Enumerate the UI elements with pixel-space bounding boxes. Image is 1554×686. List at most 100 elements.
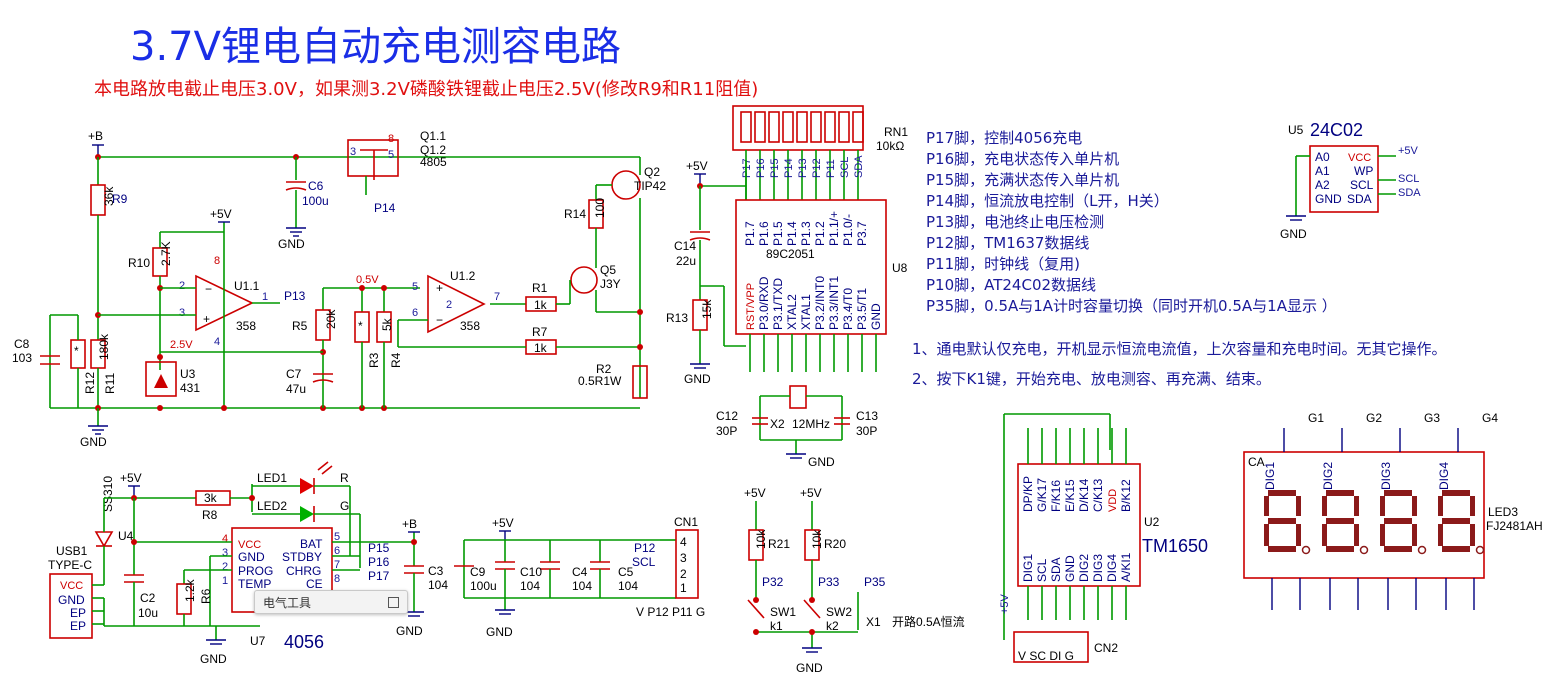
u5-label: U5 xyxy=(1288,123,1304,137)
q2-label: Q2 xyxy=(644,165,660,179)
u11-pin: 1 xyxy=(262,291,268,303)
led3-segment xyxy=(1264,524,1269,546)
cn1-p12: P12 xyxy=(634,541,656,555)
led3-module xyxy=(1243,451,1485,579)
u7-pin-prog: PROG xyxy=(238,564,273,578)
u7-pin-vcc: VCC xyxy=(238,539,261,551)
p33-label: P33 xyxy=(818,575,840,589)
r11-value: 180k xyxy=(97,333,111,360)
led2-label: LED2 xyxy=(257,499,287,513)
u2-top-pin: B/K12 xyxy=(1119,479,1133,512)
led3-digit-label: DIG2 xyxy=(1321,462,1335,490)
diagram-subtitle: 本电路放电截止电压3.0V，如果测3.2V磷酸铁锂截止电压2.5V(修改R9和R… xyxy=(94,79,758,100)
rn1-element xyxy=(824,111,836,143)
cn2-pinout: V SC DI G xyxy=(1018,649,1074,663)
led3-dp xyxy=(1359,545,1369,555)
u2-top-pin: G/K17 xyxy=(1035,478,1049,512)
c5-value: 104 xyxy=(618,579,638,593)
r5-label: R5 xyxy=(292,319,308,333)
q1-pin: 3 xyxy=(350,146,356,158)
led3-segment xyxy=(1380,496,1385,516)
usb-pin-vcc: VCC xyxy=(60,580,83,592)
gnd-label-u5: GND xyxy=(1280,227,1307,241)
led3-segment xyxy=(1412,496,1417,516)
c12-value: 30P xyxy=(716,424,737,438)
u2-label: U2 xyxy=(1144,515,1160,529)
eeprom-24c02: U5 24C02 A0 A1 A2 GND VCC WP SCL SDA +5V… xyxy=(1280,120,1421,241)
u7-pin-num: 4 xyxy=(222,533,228,545)
rn1-label: RN1 xyxy=(884,125,908,139)
diagram-title: 3.7V锂电自动充电测容电路 xyxy=(130,24,621,70)
led3-dp xyxy=(1475,545,1485,555)
cn2-plus5v: +5V xyxy=(999,593,1011,614)
led3-segment xyxy=(1296,496,1301,516)
u7-pin-num: 1 xyxy=(222,575,228,587)
c14-label: C14 xyxy=(674,239,696,253)
c6-value: 100u xyxy=(302,194,329,208)
r20-value: 10k xyxy=(810,529,824,549)
r5-value: 20k xyxy=(324,309,338,329)
popup-maximize-button[interactable] xyxy=(388,596,399,608)
r10-label: R10 xyxy=(128,256,150,270)
electrical-tool-popup[interactable]: 电气工具 xyxy=(254,590,408,614)
cn1-scl: SCL xyxy=(632,555,656,569)
r2-value: 0.5R1W xyxy=(578,374,622,388)
pin-note: P17脚，控制4056充电 xyxy=(926,129,1082,147)
c12-label: C12 xyxy=(716,409,738,423)
pin-note: P15脚，充满状态传入单片机 xyxy=(926,171,1119,189)
led2-green xyxy=(300,506,314,522)
c6-label: C6 xyxy=(308,179,324,193)
u8-bottom-pin: RST/VPP xyxy=(745,283,757,330)
gnd-label-xtal: GND xyxy=(808,455,835,469)
c4-label: C4 xyxy=(572,565,588,579)
u7-pin-num: 6 xyxy=(334,545,340,557)
c9-value: 100u xyxy=(470,579,497,593)
r7-value: 1k xyxy=(534,341,548,355)
led3-segment xyxy=(1384,518,1412,524)
ss310-label: SS310 xyxy=(101,476,115,512)
u5-pin-gnd: GND xyxy=(1315,192,1342,206)
r12-value: * xyxy=(74,344,79,358)
r7-label: R7 xyxy=(532,325,548,339)
q1-pin: 5 xyxy=(388,149,394,161)
r9-label: R9 xyxy=(112,192,128,206)
plus5v-label-usb: +5V xyxy=(120,471,142,485)
x2-value: 12MHz xyxy=(792,417,830,431)
u7-pin-num: 8 xyxy=(334,573,340,585)
u7-pin-num: 2 xyxy=(222,561,228,573)
pin-note: P11脚，时钟线（复用) xyxy=(926,255,1080,273)
u2-bottom-pin: SCL xyxy=(1035,558,1049,582)
r8-value: 3k xyxy=(204,491,218,505)
c10-value: 104 xyxy=(520,579,540,593)
usb-type-label: TYPE-C xyxy=(48,558,92,572)
u8-bottom-pin: P3.5/T1 xyxy=(855,288,869,330)
u5-pin-sda: SDA xyxy=(1347,192,1372,206)
u8-bottom-pin: XTAL1 xyxy=(799,294,813,330)
r21-value: 10k xyxy=(754,529,768,549)
gnd-label-c6: GND xyxy=(278,237,305,251)
pin-note: P12脚，TM1637数据线 xyxy=(926,234,1089,252)
c9-label: C9 xyxy=(470,565,486,579)
cn1-pin: 2 xyxy=(680,567,687,581)
u5-chip xyxy=(1309,145,1379,213)
rn1-element xyxy=(768,111,780,143)
led3-segment xyxy=(1296,524,1301,546)
u5-pin-vcc: VCC xyxy=(1348,152,1371,164)
led3-digit-label: DIG1 xyxy=(1263,462,1277,490)
led3-segment xyxy=(1326,546,1354,552)
c3-value: 104 xyxy=(428,578,448,592)
u11-pin: 8 xyxy=(214,255,220,267)
r2-resistor xyxy=(632,365,648,399)
u7-pin-bat: BAT xyxy=(300,537,323,551)
plus-b-label: +B xyxy=(88,129,103,143)
r14-label: R14 xyxy=(564,207,586,221)
u8-bottom-pin: P3.3/INT1 xyxy=(827,276,841,330)
c14-value: 22u xyxy=(676,254,696,268)
u2-value: TM1650 xyxy=(1142,536,1208,556)
u11-pin: 2 xyxy=(179,280,185,292)
led3-ca: CA xyxy=(1248,455,1265,469)
plus5v-label-u1: +5V xyxy=(210,207,232,221)
u2-top-pin: C/K13 xyxy=(1091,478,1105,512)
u2-bottom-pin: DIG2 xyxy=(1077,554,1091,582)
